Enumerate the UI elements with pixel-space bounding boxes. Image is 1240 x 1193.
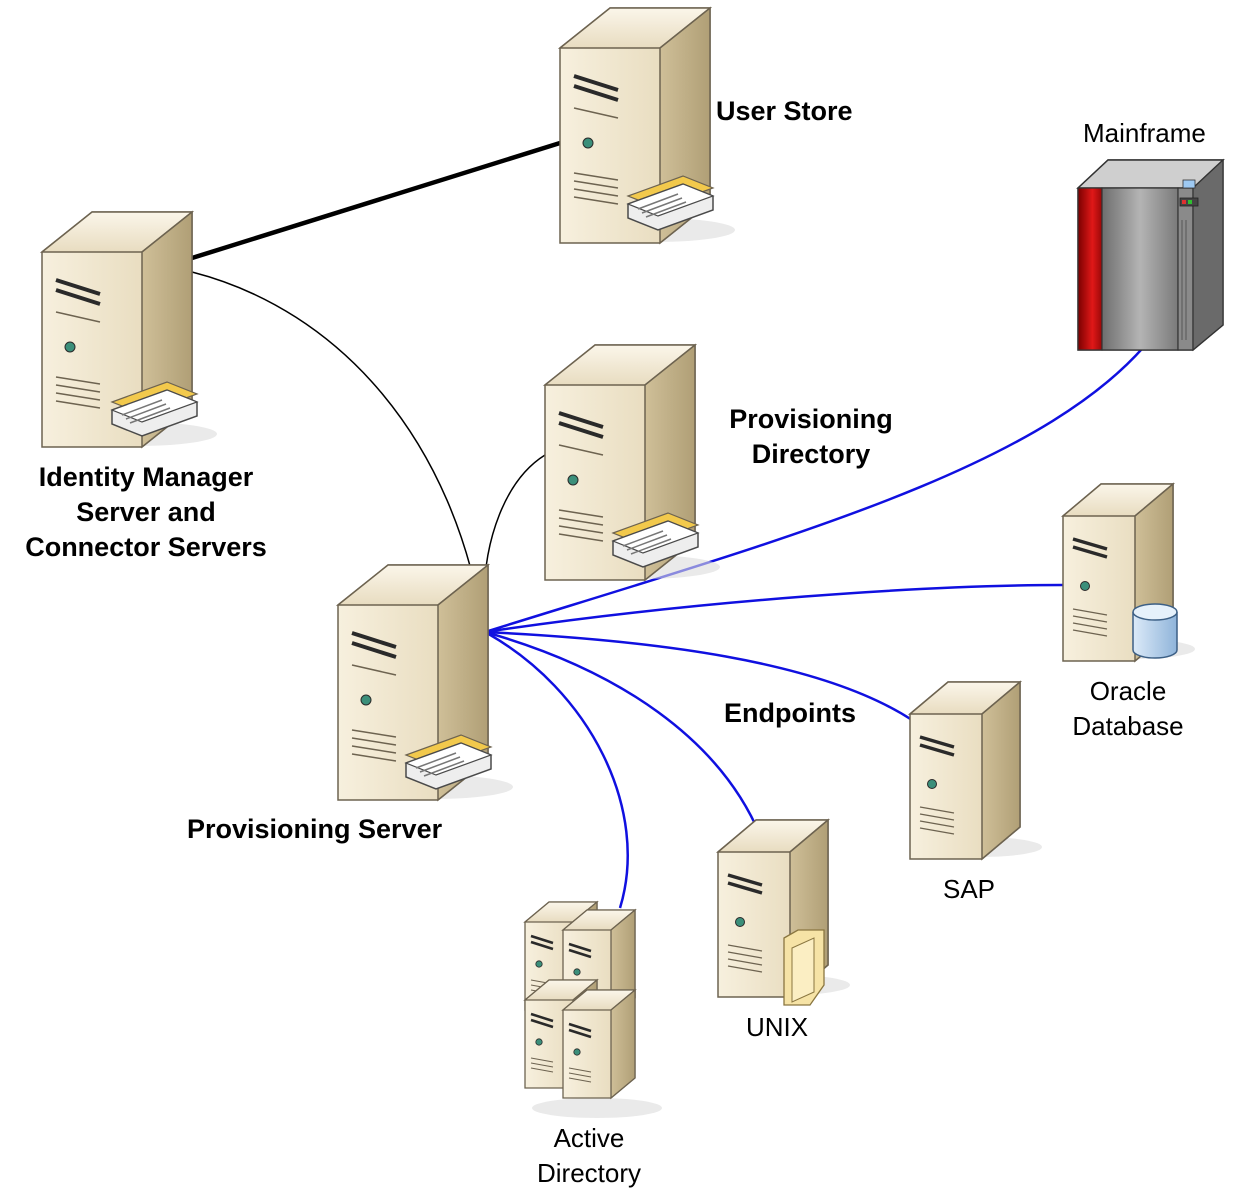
provisioning-directory-label: Provisioning Directory <box>729 402 893 472</box>
database-cylinder-icon <box>1132 603 1178 659</box>
connections <box>191 140 1149 909</box>
oracle-database-label-line: Oracle <box>1089 676 1167 706</box>
unix-server-icon <box>716 818 852 1006</box>
link-identity-user-store <box>191 140 561 261</box>
provisioning-server-icon <box>336 563 515 802</box>
identity-manager-label: Identity Manager Server and Connector Se… <box>25 460 267 565</box>
mainframe-label: Mainframe <box>1083 118 1206 148</box>
link-server-oracle <box>484 583 1064 634</box>
sap-label: SAP <box>943 874 996 904</box>
provisioning-server-label: Provisioning Server <box>187 814 443 844</box>
link-server-unix <box>484 630 762 836</box>
provisioning-directory-server-icon <box>543 343 722 582</box>
provisioning-directory-label-line: Directory <box>751 439 871 469</box>
provisioning-directory-label-line: Provisioning <box>729 404 893 434</box>
link-provisioning-directory-server <box>483 454 546 601</box>
identity-manager-server-icon <box>40 210 219 449</box>
identity-manager-label-line: Identity Manager <box>38 462 254 492</box>
folder-icon <box>783 929 825 1006</box>
sap-server-icon <box>908 680 1044 861</box>
identity-manager-label-line: Server and <box>76 497 216 527</box>
active-directory-cluster-icon <box>523 900 662 1118</box>
link-server-mainframe <box>484 341 1149 634</box>
user-store-server-icon <box>558 6 737 245</box>
active-directory-label: Active Directory <box>537 1121 641 1191</box>
active-directory-label-line: Active <box>553 1123 625 1153</box>
user-store-label: User Store <box>716 96 853 126</box>
endpoints-label: Endpoints <box>724 698 856 728</box>
link-identity-provisioning-server <box>191 271 485 633</box>
mainframe-icon <box>1076 158 1225 352</box>
unix-label: UNIX <box>746 1012 809 1042</box>
oracle-database-server-icon <box>1061 482 1197 663</box>
link-server-active-directory <box>484 630 629 909</box>
oracle-database-label-line: Database <box>1072 711 1184 741</box>
identity-manager-label-line: Connector Servers <box>25 532 267 562</box>
oracle-database-label: Oracle Database <box>1072 674 1183 744</box>
active-directory-label-line: Directory <box>536 1158 642 1188</box>
link-server-sap <box>484 630 913 722</box>
